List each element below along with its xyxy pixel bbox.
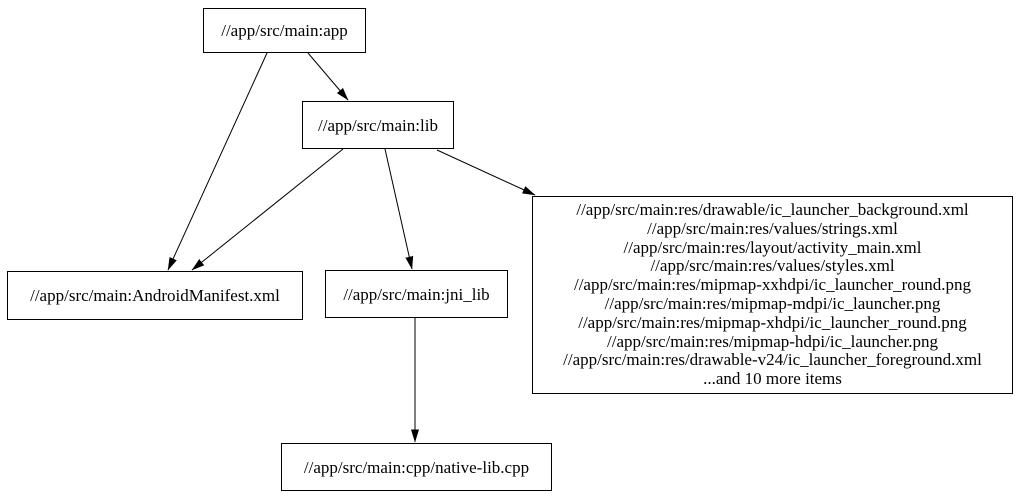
edge-app-to-lib xyxy=(307,52,349,101)
node-lib-label: //app/src/main:lib xyxy=(318,115,438,135)
res-file-item: //app/src/main:res/mipmap-mdpi/ic_launch… xyxy=(604,294,941,313)
res-file-item: //app/src/main:res/layout/activity_main.… xyxy=(623,237,922,257)
edge-lib-to-res xyxy=(436,149,536,196)
node-native-lib-cpp: //app/src/main:cpp/native-lib.cpp xyxy=(281,443,552,491)
node-app: //app/src/main:app xyxy=(203,8,366,53)
node-native-lib-cpp-label: //app/src/main:cpp/native-lib.cpp xyxy=(303,457,530,477)
node-jni-lib-label: //app/src/main:jni_lib xyxy=(343,284,490,304)
res-file-item: //app/src/main:res/drawable/ic_launcher_… xyxy=(576,200,969,220)
node-jni-lib: //app/src/main:jni_lib xyxy=(325,270,508,318)
res-file-item: //app/src/main:res/values/styles.xml xyxy=(650,256,895,276)
edge-lib-to-jni-lib xyxy=(384,148,414,270)
res-file-item: //app/src/main:res/drawable-v24/ic_launc… xyxy=(563,350,982,370)
res-file-item: //app/src/main:res/values/strings.xml xyxy=(647,218,898,238)
node-app-label: //app/src/main:app xyxy=(221,21,348,40)
node-res-files: //app/src/main:res/drawable/ic_launcher_… xyxy=(532,196,1013,394)
res-more-items: ...and 10 more items xyxy=(703,369,842,389)
edge-lib-to-manifest xyxy=(191,148,344,271)
node-lib: //app/src/main:lib xyxy=(302,101,454,149)
node-android-manifest: //app/src/main:AndroidManifest.xml xyxy=(7,271,303,320)
res-file-item: //app/src/main:res/mipmap-hdpi/ic_launch… xyxy=(607,331,938,351)
node-android-manifest-label: //app/src/main:AndroidManifest.xml xyxy=(30,286,280,305)
res-file-item: //app/src/main:res/mipmap-xxhdpi/ic_laun… xyxy=(573,275,972,295)
edge-app-to-manifest xyxy=(167,52,268,271)
res-file-item: //app/src/main:res/mipmap-xhdpi/ic_launc… xyxy=(578,312,967,332)
